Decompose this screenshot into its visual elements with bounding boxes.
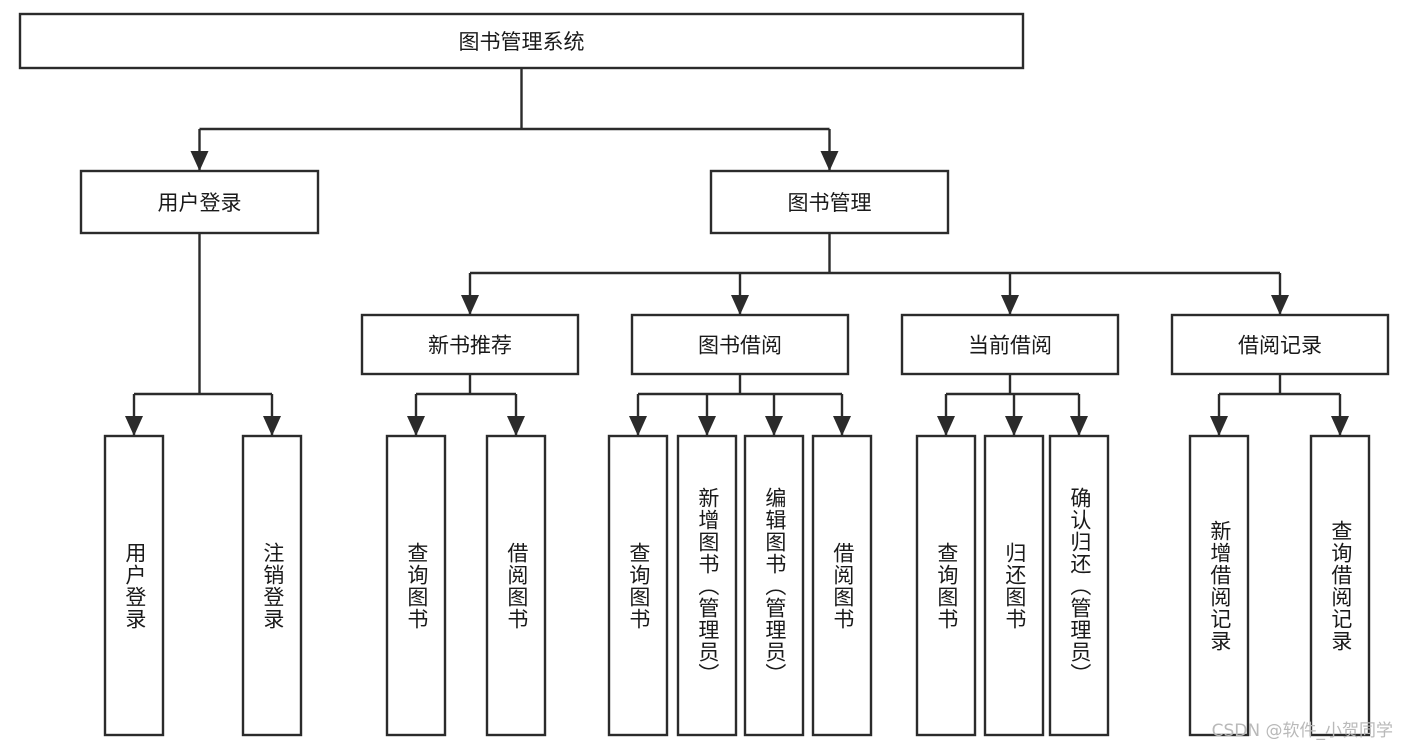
arrow-book-management	[820, 151, 839, 171]
arrow-leaf-borrow-book	[833, 416, 851, 436]
node-leaf-logout[interactable]	[241, 434, 303, 737]
arrow-leaf-borrow-book-recommend	[507, 416, 525, 436]
arrow-current-borrow	[1001, 295, 1019, 315]
arrow-leaf-logout	[263, 416, 281, 436]
node-label-borrow-record: 借阅记录	[1238, 334, 1322, 358]
node-book-borrow[interactable]	[630, 313, 850, 376]
node-label-root: 图书管理系统	[459, 30, 585, 54]
node-label-book-borrow: 图书借阅	[698, 334, 782, 358]
node-leaf-query-book-recommend[interactable]	[385, 434, 447, 737]
csdn-watermark: CSDN @软件_小贺同学	[1211, 721, 1393, 741]
box-layer	[18, 12, 1390, 737]
arrow-leaf-add-borrow-record	[1210, 416, 1228, 436]
arrow-leaf-query-book-recommend	[407, 416, 425, 436]
node-current-borrow[interactable]	[900, 313, 1120, 376]
node-leaf-borrow-book-recommend[interactable]	[485, 434, 547, 737]
arrow-leaf-confirm-return-admin	[1070, 416, 1088, 436]
node-leaf-borrow-book[interactable]	[811, 434, 873, 737]
node-leaf-add-borrow-record[interactable]	[1188, 434, 1250, 737]
node-user-login[interactable]	[79, 169, 320, 235]
node-leaf-confirm-return-admin[interactable]	[1048, 434, 1110, 737]
arrow-borrow-record	[1271, 295, 1289, 315]
node-new-book-recommend[interactable]	[360, 313, 580, 376]
node-leaf-user-login[interactable]	[103, 434, 165, 737]
arrow-leaf-query-borrow-record	[1331, 416, 1349, 436]
arrow-leaf-user-login	[125, 416, 143, 436]
node-leaf-query-borrow-record[interactable]	[1309, 434, 1371, 737]
arrow-book-borrow	[731, 295, 749, 315]
edge-layer	[125, 68, 1349, 436]
node-label-current-borrow: 当前借阅	[968, 334, 1052, 358]
arrow-leaf-return-book	[1005, 416, 1023, 436]
arrow-user-login	[190, 151, 209, 171]
node-root[interactable]	[18, 12, 1025, 70]
node-borrow-record[interactable]	[1170, 313, 1390, 376]
arrow-leaf-query-book-current	[937, 416, 955, 436]
node-leaf-add-book-admin[interactable]	[676, 434, 738, 737]
node-leaf-query-book-borrow[interactable]	[607, 434, 669, 737]
node-leaf-query-book-current[interactable]	[915, 434, 977, 737]
node-label-new-book-recommend: 新书推荐	[428, 334, 512, 358]
node-leaf-edit-book-admin[interactable]	[743, 434, 805, 737]
arrow-leaf-edit-book-admin	[765, 416, 783, 436]
arrow-new-book-recommend	[461, 295, 479, 315]
node-label-book-management: 图书管理	[788, 191, 872, 215]
node-book-management[interactable]	[709, 169, 950, 235]
node-leaf-return-book[interactable]	[983, 434, 1045, 737]
arrow-leaf-add-book-admin	[698, 416, 716, 436]
arrow-leaf-query-book-borrow	[629, 416, 647, 436]
node-label-user-login: 用户登录	[158, 191, 242, 215]
